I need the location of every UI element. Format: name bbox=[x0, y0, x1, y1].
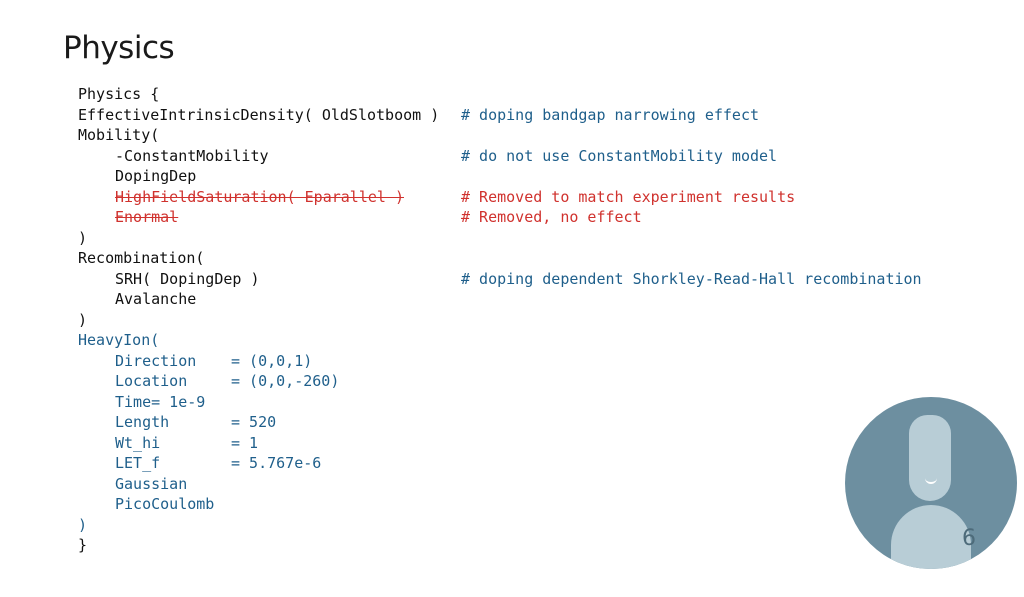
code-line: SRH( DopingDep ) # doping dependent Shor… bbox=[78, 269, 922, 290]
heavyion-param: Time= 1e-9 bbox=[78, 392, 205, 413]
eid-comment: # doping bandgap narrowing effect bbox=[461, 105, 760, 124]
param-value: = 520 bbox=[231, 413, 277, 431]
gaussian: Gaussian bbox=[115, 474, 188, 493]
code-line: ) bbox=[78, 228, 114, 249]
mobility-close: ) bbox=[78, 228, 88, 247]
code-line: PicoCoulomb bbox=[78, 494, 214, 515]
avalanche: Avalanche bbox=[115, 290, 197, 308]
code-line: -ConstantMobility # do not use ConstantM… bbox=[78, 146, 777, 167]
code-line: DopingDep bbox=[78, 166, 196, 187]
param-key: Time= 1e-9 bbox=[115, 392, 206, 411]
heavyion-param: Length = 520 bbox=[78, 412, 276, 433]
param-value: = 5.767e-6 bbox=[231, 454, 322, 472]
heavyion-open: HeavyIon( bbox=[78, 331, 160, 349]
code-line: Enormal # Removed, no effect bbox=[78, 207, 642, 228]
param-key: Length bbox=[115, 413, 170, 431]
avatar-head bbox=[909, 415, 951, 501]
enormal-removed: Enormal bbox=[115, 208, 179, 226]
recombination-open: Recombination( bbox=[78, 249, 205, 267]
param-key: Wt_hi bbox=[115, 433, 161, 452]
constant-mobility: -ConstantMobility bbox=[115, 146, 269, 165]
constant-mobility-comment: # do not use ConstantMobility model bbox=[461, 146, 778, 165]
srh-comment: # doping dependent Shorkley-Read-Hall re… bbox=[461, 269, 922, 288]
avatar-smile bbox=[925, 475, 937, 484]
srh-statement: SRH( DopingDep ) bbox=[115, 269, 260, 288]
doping-dep: DopingDep bbox=[115, 167, 197, 185]
high-field-comment: # Removed to match experiment results bbox=[461, 187, 796, 206]
heavyion-close: ) bbox=[78, 515, 88, 534]
param-value: = (0,0,1) bbox=[231, 351, 313, 370]
code-block: Physics { EffectiveIntrinsicDensity( Old… bbox=[78, 84, 922, 556]
code-line: Avalanche bbox=[78, 289, 196, 310]
recombination-close: ) bbox=[78, 310, 88, 329]
code-line: ) bbox=[78, 515, 114, 536]
enormal-comment: # Removed, no effect bbox=[461, 208, 642, 226]
heavyion-param: Direction = (0,0,1) bbox=[78, 351, 312, 372]
param-key: LET_f bbox=[115, 454, 161, 472]
heavyion-param: LET_f = 5.767e-6 bbox=[78, 453, 321, 474]
code-line: HighFieldSaturation( Eparallel ) # Remov… bbox=[78, 187, 795, 208]
param-value: = (0,0,-260) bbox=[231, 372, 340, 390]
param-key: Location bbox=[115, 372, 188, 390]
code-line: Physics { bbox=[78, 84, 159, 105]
code-line: Recombination( bbox=[78, 248, 204, 269]
code-line: } bbox=[78, 535, 114, 556]
param-value: = 1 bbox=[231, 433, 259, 452]
code-line: ) bbox=[78, 310, 114, 331]
eid-statement: EffectiveIntrinsicDensity( OldSlotboom ) bbox=[78, 105, 440, 124]
code-line: Gaussian bbox=[78, 474, 187, 495]
person-avatar-icon bbox=[845, 397, 1017, 569]
heavyion-param: Location = (0,0,-260) bbox=[78, 371, 339, 392]
picocoulomb: PicoCoulomb bbox=[115, 495, 215, 513]
physics-close: } bbox=[78, 536, 88, 554]
page-number: 6 bbox=[962, 526, 976, 551]
page-title: Physics bbox=[63, 30, 175, 66]
code-line: HeavyIon( bbox=[78, 330, 159, 351]
code-line: Mobility( bbox=[78, 125, 159, 146]
high-field-saturation-removed: HighFieldSaturation( Eparallel ) bbox=[115, 187, 404, 206]
avatar-shoulders bbox=[891, 505, 971, 569]
mobility-open: Mobility( bbox=[78, 126, 160, 144]
physics-open: Physics { bbox=[78, 85, 160, 103]
heavyion-param: Wt_hi = 1 bbox=[78, 433, 258, 454]
code-line: EffectiveIntrinsicDensity( OldSlotboom )… bbox=[78, 105, 759, 126]
param-key: Direction bbox=[115, 351, 197, 370]
